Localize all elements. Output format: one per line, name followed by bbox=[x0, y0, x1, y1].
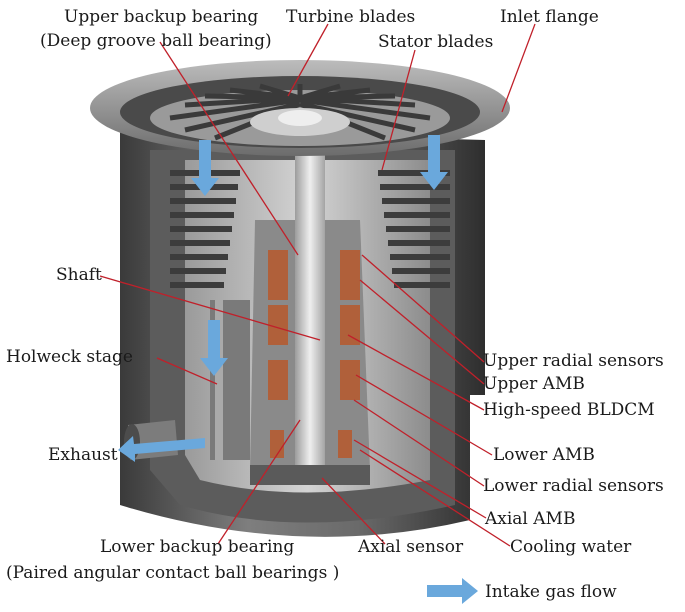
motor-coils bbox=[268, 250, 360, 458]
leader-lower-backup-bearing bbox=[217, 419, 301, 545]
flow-arrow-exhaust bbox=[118, 436, 205, 462]
leader-axial-sensor bbox=[321, 477, 386, 545]
leader-holweck-stage bbox=[156, 357, 218, 385]
label-shaft: Shaft bbox=[56, 265, 102, 285]
leader-cooling-water bbox=[359, 449, 511, 547]
turbine-rotor bbox=[150, 83, 450, 146]
label-stator-blades: Stator blades bbox=[378, 32, 493, 52]
label-upper-radial-sensors: Upper radial sensors bbox=[483, 351, 664, 371]
label-lower-amb: Lower AMB bbox=[493, 445, 595, 465]
legend-intake-gas-flow: Intake gas flow bbox=[485, 582, 617, 602]
legend-arrow-icon bbox=[427, 578, 478, 604]
label-cooling-water: Cooling water bbox=[510, 537, 632, 557]
legend: Intake gas flow bbox=[427, 578, 617, 604]
label-axial-amb: Axial AMB bbox=[484, 509, 575, 529]
leader-high-speed-bldcm bbox=[347, 334, 485, 411]
pump-body bbox=[90, 60, 510, 537]
label-turbine-blades: Turbine blades bbox=[286, 7, 415, 27]
leader-lower-radial-sensors bbox=[353, 399, 485, 487]
blade-stack-right bbox=[378, 170, 450, 288]
intake-flow-arrows bbox=[118, 135, 448, 462]
leader-inlet-flange bbox=[501, 23, 536, 113]
flow-arrow-right-upper bbox=[420, 135, 448, 190]
label-upper-backup-bearing: Upper backup bearing bbox=[64, 7, 258, 27]
label-axial-sensor: Axial sensor bbox=[357, 537, 464, 557]
label-upper-backup-bearing-type: (Deep groove ball bearing) bbox=[40, 31, 272, 51]
label-holweck-stage: Holweck stage bbox=[6, 347, 133, 367]
leader-lower-amb bbox=[355, 374, 493, 456]
label-lower-backup-bearing: Lower backup bearing bbox=[100, 537, 294, 557]
leader-stator-blades bbox=[381, 49, 416, 171]
flow-arrow-left-upper bbox=[191, 140, 219, 196]
label-lower-radial-sensors: Lower radial sensors bbox=[483, 476, 664, 496]
label-inlet-flange: Inlet flange bbox=[500, 7, 599, 27]
leader-axial-amb bbox=[353, 439, 487, 519]
label-exhaust: Exhaust bbox=[48, 445, 118, 465]
label-upper-amb: Upper AMB bbox=[483, 374, 585, 394]
label-lower-backup-bearing-type: (Paired angular contact ball bearings ) bbox=[6, 563, 339, 583]
leader-upper-amb bbox=[359, 279, 485, 385]
label-high-speed-bldcm: High-speed BLDCM bbox=[483, 400, 655, 420]
leader-upper-backup-bearing bbox=[159, 41, 299, 256]
leader-lines bbox=[99, 23, 536, 547]
labels: Upper backup bearing (Deep groove ball b… bbox=[6, 7, 664, 583]
leader-turbine-blades bbox=[287, 23, 329, 97]
flow-arrow-holweck bbox=[200, 320, 228, 376]
leader-shaft bbox=[99, 275, 321, 341]
leader-upper-radial-sensors bbox=[361, 254, 485, 363]
